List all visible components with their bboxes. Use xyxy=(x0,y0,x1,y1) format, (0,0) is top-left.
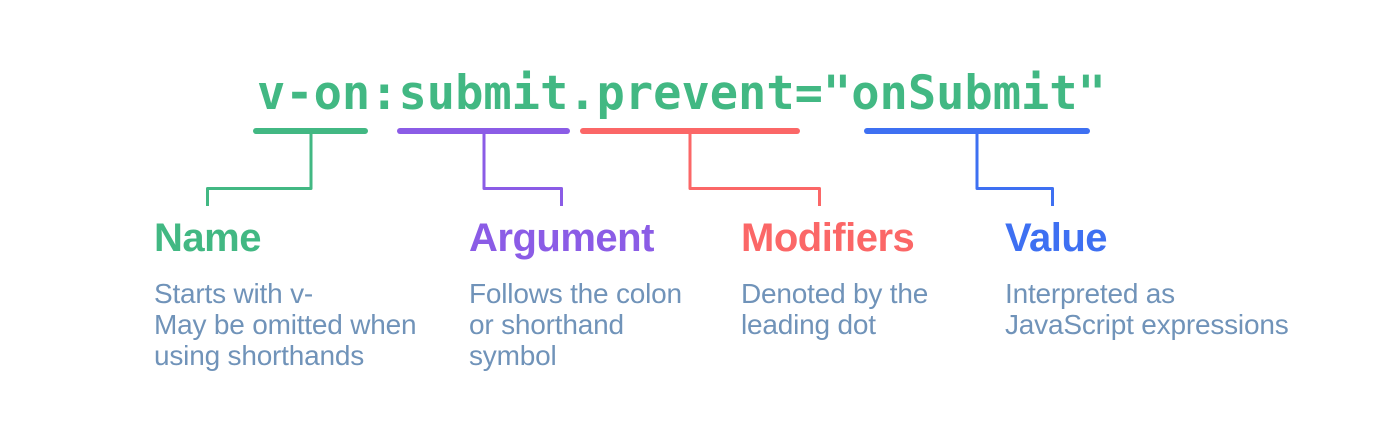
value-connector-line xyxy=(975,133,1054,206)
argument-section: Argument Follows the colon or shorthand … xyxy=(469,217,682,371)
name-description: Starts with v- May be omitted when using… xyxy=(154,278,417,371)
directive-code-text: v-on:submit.prevent="onSubmit" xyxy=(257,66,1106,121)
argument-description: Follows the colon or shorthand symbol xyxy=(469,278,682,371)
name-underline xyxy=(253,128,368,134)
value-label: Value xyxy=(1005,216,1108,260)
modifiers-connector-line xyxy=(688,133,821,206)
argument-underline xyxy=(397,128,570,134)
argument-label: Argument xyxy=(469,216,654,260)
modifiers-description: Denoted by the leading dot xyxy=(741,278,929,340)
value-description: Interpreted as JavaScript expressions xyxy=(1005,278,1289,340)
name-label: Name xyxy=(154,216,261,260)
argument-connector-line xyxy=(482,133,563,206)
modifiers-underline xyxy=(580,128,800,134)
value-section: Value Interpreted as JavaScript expressi… xyxy=(1005,217,1289,340)
name-connector-line xyxy=(206,133,313,206)
modifiers-section: Modifiers Denoted by the leading dot xyxy=(741,217,928,340)
value-underline xyxy=(864,128,1090,134)
modifiers-label: Modifiers xyxy=(741,216,915,260)
name-section: Name Starts with v- May be omitted when … xyxy=(154,216,417,371)
